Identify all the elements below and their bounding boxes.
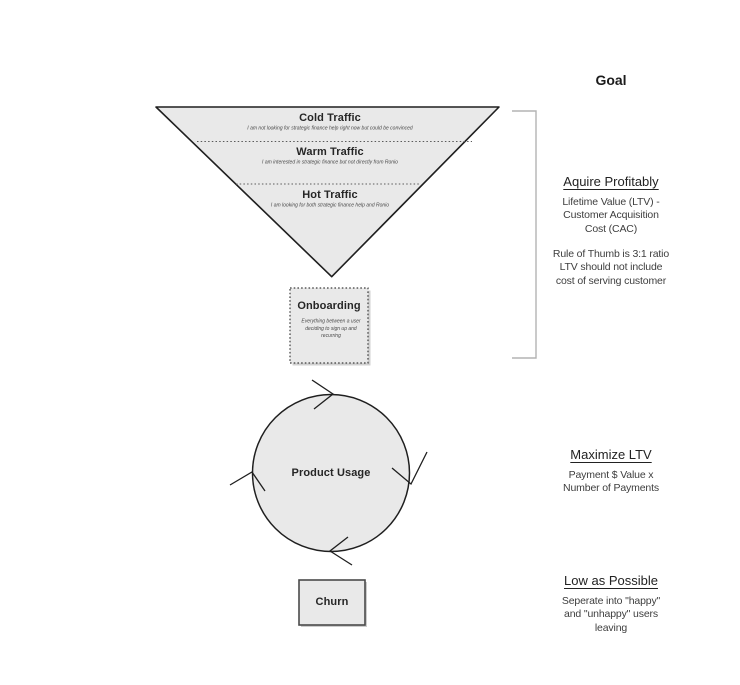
cycle-arrow-left [229, 471, 266, 492]
funnel-section-hot-subtitle: I am looking for both strategic finance … [270, 202, 390, 209]
onboarding-box [289, 287, 369, 364]
annotation-aquire-profitably-note: Rule of Thumb is 3:1 ratio LTV should no… [536, 248, 686, 288]
funnel-section-warm-subtitle: I am interested in strategic finance but… [262, 159, 398, 166]
churn-box [298, 579, 366, 626]
annotation-aquire-profitably-body: Lifetime Value (LTV) - Customer Acquisit… [536, 196, 686, 236]
annotation-line: and "unhappy" users [564, 608, 658, 621]
goal-bracket [512, 110, 537, 359]
annotation-line: Number of Payments [563, 482, 659, 495]
cycle-arrow-right [391, 451, 428, 486]
annotation-line: cost of serving customer [555, 274, 667, 287]
funnel-triangle [155, 106, 500, 278]
funnel-section-warm-title: Warm Traffic [296, 146, 364, 158]
funnel-section-cold-title: Cold Traffic [299, 112, 361, 124]
annotation-low-as-possible-title: Low as Possible [564, 573, 658, 588]
cycle-arrow-bottom [328, 536, 353, 566]
onboarding-subtitle: Everything between a user deciding to si… [301, 318, 361, 339]
annotation-line: Lifetime Value (LTV) - [562, 196, 660, 208]
onboarding-title: Onboarding [297, 300, 361, 312]
product-usage-label: Product Usage [291, 467, 371, 479]
annotation-aquire-profitably-title: Aquire Profitably [563, 174, 659, 189]
funnel-section-cold-subtitle: I am not looking for strategic finance h… [247, 125, 413, 132]
annotation-maximize-ltv-title: Maximize LTV [570, 447, 652, 462]
annotation-line: LTV should not include [559, 261, 663, 274]
annotation-maximize-ltv-body: Payment $ Value x Number of Payments [536, 469, 686, 496]
annotation-line: leaving [594, 621, 628, 634]
annotation-line: Customer Acquisition [563, 209, 659, 222]
annotation-line: Cost (CAC) [584, 222, 638, 235]
cycle-arrow-top [311, 379, 335, 410]
funnel-section-hot-title: Hot Traffic [302, 189, 358, 201]
goal-heading: Goal [595, 72, 627, 88]
annotation-line: Payment $ Value x [568, 469, 654, 481]
annotation-line: Seperate into "happy" [561, 595, 661, 607]
annotation-line: Rule of Thumb is 3:1 ratio [552, 248, 670, 260]
churn-label: Churn [315, 596, 349, 608]
annotation-low-as-possible-body: Seperate into "happy" and "unhappy" user… [536, 595, 686, 635]
